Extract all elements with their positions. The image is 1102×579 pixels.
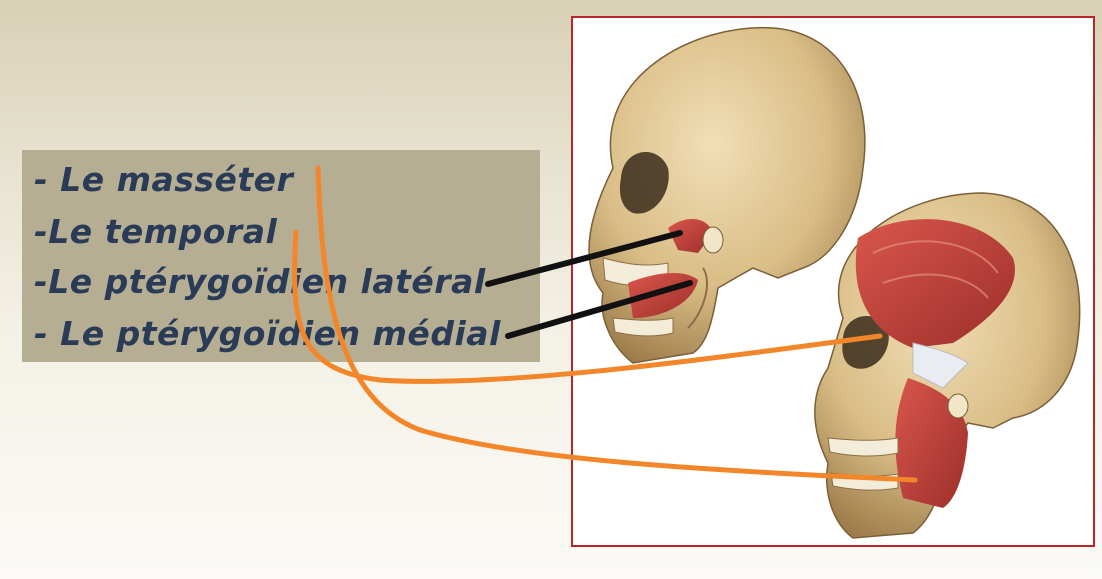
pointer-line-pterygoid-lateral xyxy=(488,233,680,284)
pointer-line-temporal xyxy=(295,232,880,381)
pointer-line-pterygoid-medial xyxy=(508,283,690,336)
pointer-line-masseter xyxy=(318,168,915,480)
